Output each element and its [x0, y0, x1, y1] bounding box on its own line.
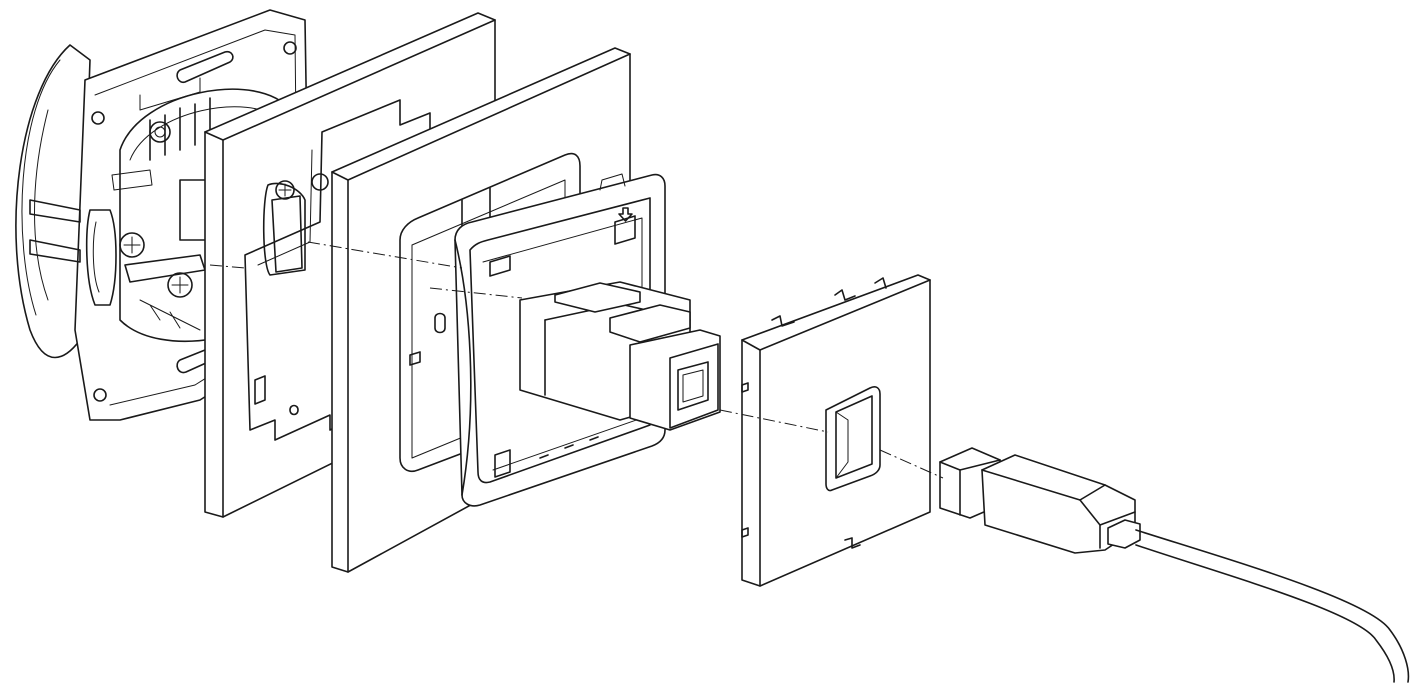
- usb-coupler: [519, 281, 721, 431]
- assembly-axis-lines: [209, 241, 944, 479]
- central-plate: [741, 274, 931, 587]
- usb-cable: [939, 447, 1410, 683]
